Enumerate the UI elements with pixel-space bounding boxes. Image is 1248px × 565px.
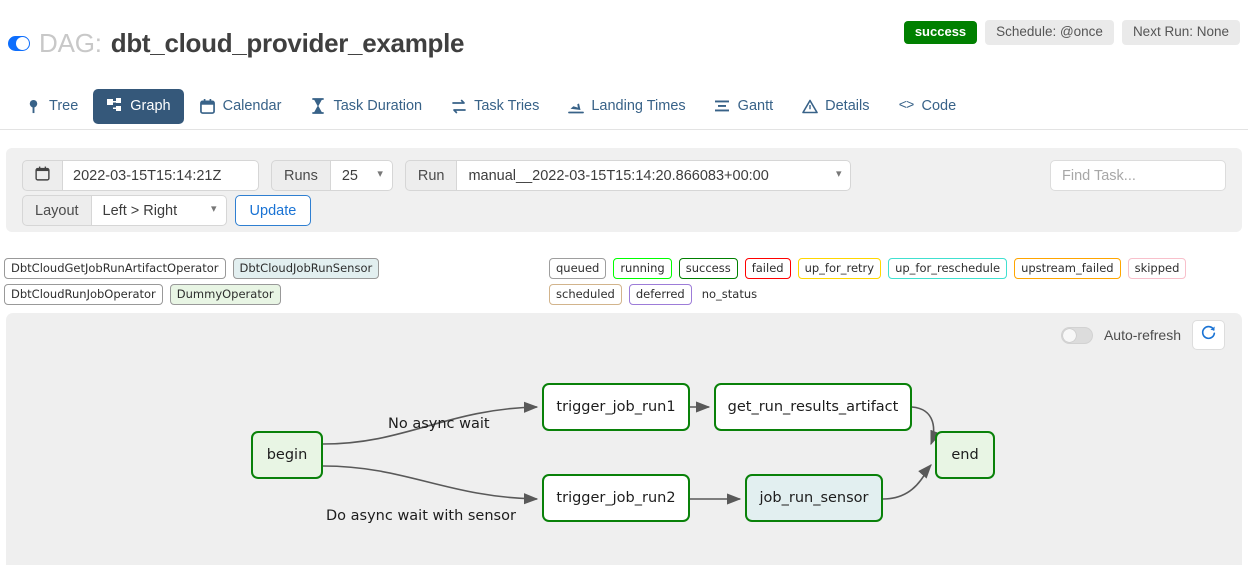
legend-state-queued: queued <box>549 258 607 279</box>
calendar-small-icon <box>35 166 50 185</box>
chevron-down-icon: ▾ <box>211 203 217 215</box>
page-title: DAG: dbt_cloud_provider_example <box>8 28 464 59</box>
layout-value: Left > Right <box>102 202 178 219</box>
legend-state-upstream-failed: upstream_failed <box>1014 258 1121 279</box>
legend-states: queued running success failed up_for_ret… <box>549 258 1248 305</box>
chevron-down-icon: ▾ <box>377 168 383 180</box>
filter-bar: 2022-03-15T15:14:21Z Runs 25 ▾ Run manua… <box>6 148 1242 232</box>
tab-label: Graph <box>130 98 171 114</box>
run-group: Run manual__2022-03-15T15:14:20.866083+0… <box>404 160 852 191</box>
tab-list: Tree Graph Calendar Task Duration Task T <box>12 82 969 130</box>
retry-icon <box>450 98 467 115</box>
auto-refresh-toggle[interactable] <box>1060 326 1093 344</box>
refresh-button[interactable] <box>1192 320 1225 350</box>
legend-operator-chip: DbtCloudRunJobOperator <box>4 284 163 305</box>
find-task-input[interactable]: Find Task... <box>1050 160 1226 191</box>
header-badges: success Schedule: @once Next Run: None <box>903 20 1240 45</box>
runs-group: Runs 25 ▾ <box>271 160 393 191</box>
graph-node-trigger-job-run2[interactable]: trigger_job_run2 <box>542 474 690 522</box>
tab-details[interactable]: Details <box>788 89 882 124</box>
layout-label: Layout <box>22 195 92 226</box>
tab-label: Tree <box>49 98 79 114</box>
status-badge: success <box>903 21 978 44</box>
tab-gantt[interactable]: Gantt <box>701 89 786 124</box>
tab-calendar[interactable]: Calendar <box>186 89 295 124</box>
calendar-icon <box>199 98 216 115</box>
tab-graph[interactable]: Graph <box>93 88 184 124</box>
tab-label: Calendar <box>222 98 282 114</box>
graph-node-begin[interactable]: begin <box>251 431 323 479</box>
chevron-down-icon: ▾ <box>835 168 842 180</box>
gantt-icon <box>714 98 731 115</box>
num-runs-select[interactable]: 25 ▾ <box>330 160 393 191</box>
dag-run-select[interactable]: manual__2022-03-15T15:14:20.866083+00:00… <box>457 160 852 191</box>
legend-operators: DbtCloudGetJobRunArtifactOperator DbtClo… <box>4 258 544 305</box>
legend-state-up-for-retry: up_for_retry <box>797 258 882 279</box>
legend-state-skipped: skipped <box>1127 258 1187 279</box>
tab-task-tries[interactable]: Task Tries <box>437 89 552 124</box>
dag-label: DAG: <box>39 28 102 58</box>
graph-node-end[interactable]: end <box>935 431 995 479</box>
auto-refresh-label: Auto-refresh <box>1103 327 1181 343</box>
legend-operator-chip: DbtCloudGetJobRunArtifactOperator <box>4 258 226 279</box>
legend: DbtCloudGetJobRunArtifactOperator DbtClo… <box>0 258 1248 305</box>
dag-run-value: manual__2022-03-15T15:14:20.866083+00:00 <box>468 167 769 184</box>
graph-controls: Auto-refresh <box>1060 320 1225 350</box>
legend-operator-chip: DbtCloudJobRunSensor <box>232 258 380 279</box>
filter-row-secondary: Layout Left > Right ▾ Update <box>22 195 312 226</box>
tab-label: Landing Times <box>591 98 686 114</box>
base-date-input[interactable]: 2022-03-15T15:14:21Z <box>63 160 259 191</box>
legend-state-deferred: deferred <box>628 284 692 305</box>
run-label: Run <box>404 160 458 191</box>
graph-edges <box>322 401 941 505</box>
legend-state-failed: failed <box>744 258 791 279</box>
schedule-badge[interactable]: Schedule: @once <box>985 20 1114 45</box>
tab-bar: Tree Graph Calendar Task Duration Task T <box>0 82 1248 204</box>
landing-icon <box>567 98 584 115</box>
triangle-alert-icon <box>801 98 818 115</box>
dag-pause-toggle[interactable] <box>8 36 30 51</box>
graph-icon <box>106 98 123 115</box>
tree-icon <box>25 98 42 115</box>
next-run-badge: Next Run: None <box>1121 20 1240 45</box>
legend-state-up-for-reschedule: up_for_reschedule <box>888 258 1008 279</box>
tab-landing-times[interactable]: Landing Times <box>554 89 698 124</box>
runs-label: Runs <box>271 160 331 191</box>
dag-name: dbt_cloud_provider_example <box>110 28 465 58</box>
update-button[interactable]: Update <box>234 195 312 226</box>
graph-node-get-run-results-artifact[interactable]: get_run_results_artifact <box>714 383 912 431</box>
edge-label-no-async-wait: No async wait <box>388 416 490 432</box>
graph-node-job-run-sensor[interactable]: job_run_sensor <box>745 474 883 522</box>
num-runs-value: 25 <box>341 167 358 184</box>
tab-label: Task Tries <box>474 98 540 114</box>
tab-label: Details <box>825 98 870 114</box>
layout-select[interactable]: Left > Right ▾ <box>91 195 227 226</box>
tab-tree[interactable]: Tree <box>12 89 91 124</box>
edge-label-do-async-wait: Do async wait with sensor <box>326 508 516 524</box>
tab-label: Code <box>921 98 957 114</box>
graph-panel: Auto-refresh No async wait Do <box>6 313 1242 565</box>
filter-row-primary: 2022-03-15T15:14:21Z Runs 25 ▾ Run manua… <box>22 160 852 191</box>
base-date-group: 2022-03-15T15:14:21Z <box>22 160 259 191</box>
tab-code[interactable]: <> Code <box>884 89 969 124</box>
hourglass-icon <box>309 98 326 115</box>
tab-label: Task Duration <box>333 98 423 114</box>
page-header: DAG: dbt_cloud_provider_example success … <box>0 0 1248 70</box>
code-icon: <> <box>898 98 915 114</box>
legend-state-scheduled: scheduled <box>549 284 622 305</box>
legend-state-success: success <box>678 258 738 279</box>
tab-task-duration[interactable]: Task Duration <box>296 89 435 124</box>
layout-group: Layout Left > Right ▾ <box>22 195 227 226</box>
refresh-icon <box>1200 324 1217 346</box>
tab-label: Gantt <box>737 98 774 114</box>
legend-state-no-status: no_status <box>701 287 758 301</box>
calendar-button[interactable] <box>22 160 63 191</box>
graph-node-trigger-job-run1[interactable]: trigger_job_run1 <box>542 383 690 431</box>
legend-operator-chip: DummyOperator <box>169 284 281 305</box>
legend-state-running: running <box>613 258 672 279</box>
